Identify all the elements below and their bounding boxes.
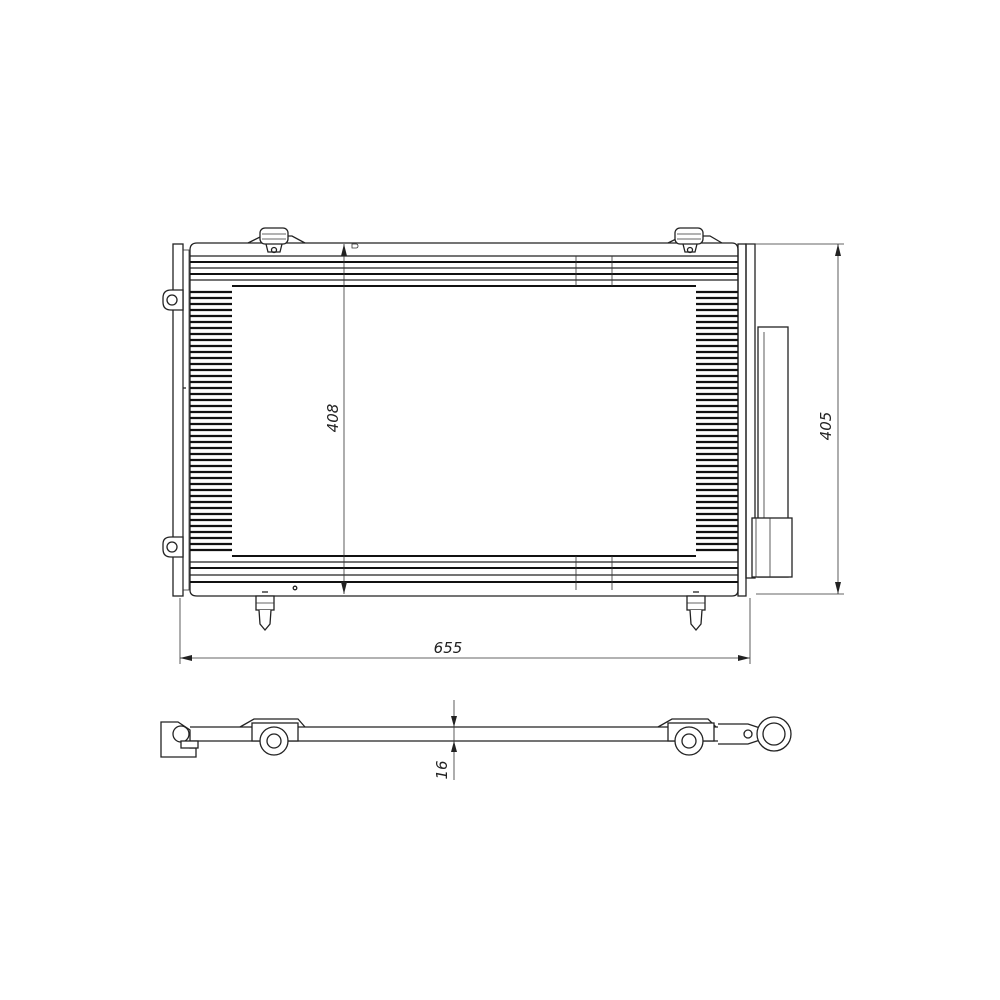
left-fin-group	[190, 290, 232, 552]
receiver-drier-end	[756, 716, 792, 752]
dimension-core-height: 408	[324, 244, 347, 594]
thickness-label: 16	[433, 760, 451, 779]
top-marker	[351, 243, 359, 249]
lower-left-mount	[162, 536, 184, 558]
core-frame	[189, 242, 739, 597]
bottom-right-pin	[686, 591, 706, 632]
width-label: 655	[434, 639, 463, 657]
left-tank-inner	[182, 249, 190, 591]
receiver-drier	[751, 326, 793, 578]
front-view	[162, 227, 793, 632]
upper-left-mount	[162, 289, 184, 311]
dimension-overall-height: 405	[746, 243, 844, 595]
top-left-bracket	[247, 227, 306, 254]
top-right-bracket	[667, 227, 723, 254]
bottom-left-pin	[255, 591, 275, 632]
right-end-fitting	[718, 723, 761, 745]
drain-hole	[292, 585, 298, 591]
overall-height-label: 405	[817, 412, 835, 441]
side-view	[160, 716, 792, 758]
dimension-width: 655	[179, 598, 751, 664]
right-fin-group	[696, 290, 738, 552]
core-height-label: 408	[324, 404, 342, 433]
right-header-tank	[737, 243, 747, 597]
dimension-thickness: 16	[433, 700, 457, 780]
left-end-hole	[172, 725, 190, 743]
